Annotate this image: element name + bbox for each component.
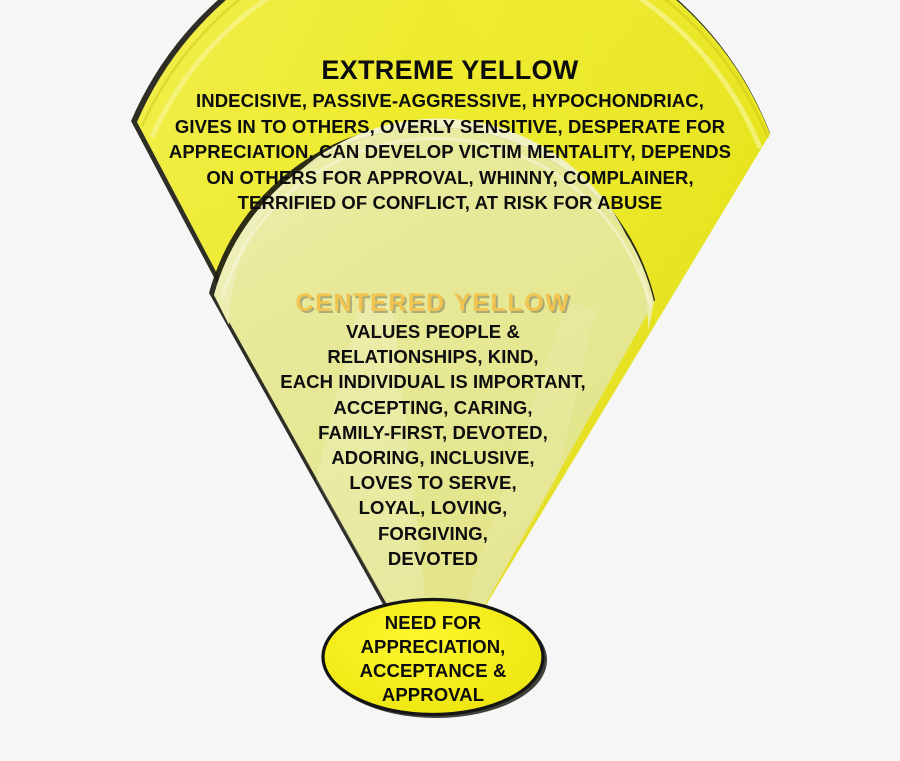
trait-line: INDECISIVE, PASSIVE-AGGRESSIVE, HYPOCHON…	[196, 90, 704, 111]
trait-line: LOVES TO SERVE,	[349, 472, 517, 494]
trait-line: FAMILY-FIRST, DEVOTED,	[318, 421, 548, 443]
core-motive-text-block: NEED FOR APPRECIATION, ACCEPTANCE & APPR…	[323, 611, 543, 707]
core-line: APPRECIATION,	[360, 636, 506, 657]
trait-line: ACCEPTING, CARING,	[333, 396, 533, 418]
core-motive-shape[interactable]	[321, 597, 547, 719]
centered-yellow-traits: VALUES PEOPLE & RELATIONSHIPS, KIND, EAC…	[208, 319, 658, 571]
extreme-yellow-text-block: EXTREME YELLOW INDECISIVE, PASSIVE-AGGRE…	[150, 54, 750, 216]
extreme-yellow-traits: INDECISIVE, PASSIVE-AGGRESSIVE, HYPOCHON…	[150, 88, 750, 216]
core-line: ACCEPTANCE &	[359, 660, 507, 681]
trait-line: RELATIONSHIPS, KIND,	[327, 346, 539, 368]
trait-line: EACH INDIVIDUAL IS IMPORTANT,	[280, 371, 586, 393]
trait-line: DEVOTED	[387, 547, 479, 569]
trait-line: TERRIFIED OF CONFLICT, AT RISK FOR ABUSE	[237, 192, 663, 213]
centered-yellow-text-block: CENTERED YELLOW VALUES PEOPLE & RELATION…	[208, 288, 658, 571]
extreme-yellow-title: EXTREME YELLOW	[321, 55, 579, 85]
trait-line: ADORING, INCLUSIVE,	[331, 447, 535, 469]
trait-line: ON OTHERS FOR APPROVAL, WHINNY, COMPLAIN…	[206, 166, 694, 188]
trait-line: VALUES PEOPLE &	[346, 321, 520, 342]
core-motive-text: NEED FOR APPRECIATION, ACCEPTANCE & APPR…	[323, 611, 543, 707]
trait-line: APPRECIATION, CAN DEVELOP VICTIM MENTALI…	[168, 141, 732, 162]
trait-line: LOYAL, LOVING,	[358, 497, 508, 519]
trait-line: GIVES IN TO OTHERS, OVERLY SENSITIVE, DE…	[174, 115, 726, 137]
centered-yellow-title: CENTERED YELLOW	[295, 289, 571, 317]
core-line: NEED FOR	[384, 612, 482, 633]
trait-line: FORGIVING,	[378, 522, 488, 544]
core-line: APPROVAL	[381, 684, 485, 705]
centered-yellow-shape[interactable]	[209, 118, 655, 694]
